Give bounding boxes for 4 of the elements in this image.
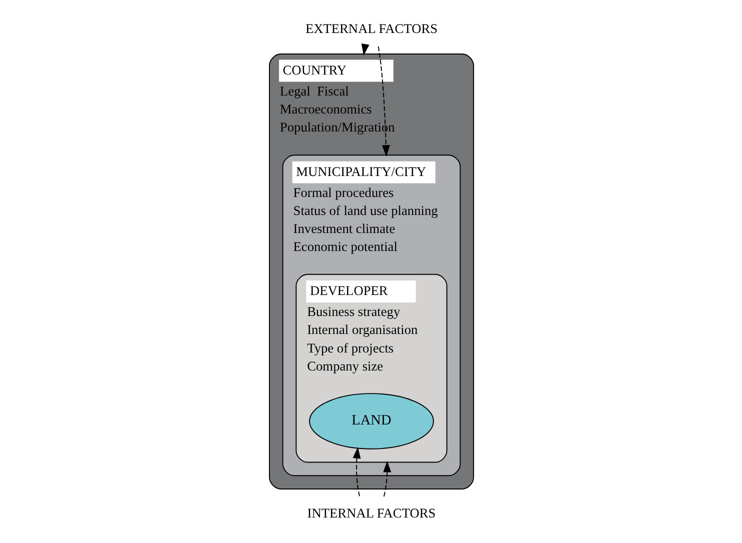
arrow [382,460,391,498]
node-text: INTERNAL FACTORS [306,505,436,520]
node-text: EXTERNAL FACTORS [304,20,438,36]
node-ellipse: LAND [308,393,434,450]
